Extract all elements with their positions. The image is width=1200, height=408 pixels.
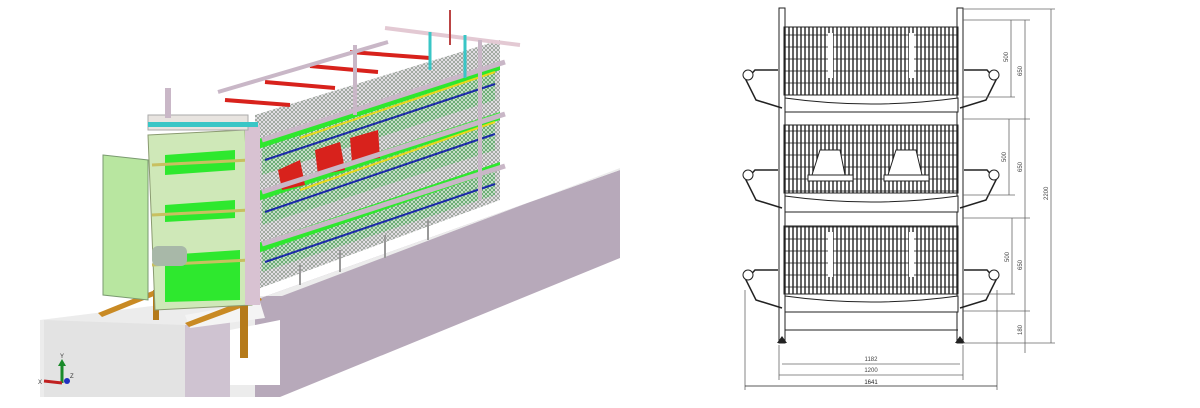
axis-z-label: Z	[70, 374, 74, 380]
technical-elevation-drawing: 500 650 500 650 500 650 180 2200 1182 12…	[700, 0, 1200, 403]
manure-belt-end-unit	[102, 88, 260, 311]
axis-triad-icon: Y X Z	[38, 354, 74, 386]
cad-3d-render: Y X Z	[38, 10, 620, 397]
dim-overall-width: 1641	[864, 380, 878, 386]
cage-tier-3	[742, 225, 1000, 343]
dim-tier2-pitch: 650	[1018, 161, 1024, 172]
dim-tier3-cage: 500	[1005, 251, 1011, 262]
dim-tier1-cage: 500	[1004, 51, 1010, 62]
cage-tier-1	[742, 26, 1000, 113]
axis-x-label: X	[38, 380, 42, 386]
dim-tier3-pitch: 650	[1018, 259, 1024, 270]
cage-front-elevation: 500 650 500 650 500 650 180 2200 1182 12…	[742, 7, 1055, 390]
dim-leg-height: 180	[1018, 324, 1024, 335]
vertical-dimensions	[963, 8, 1055, 353]
cage-tier-2	[742, 124, 1000, 213]
dim-tier1-pitch: 650	[1018, 65, 1024, 76]
axis-y-label: Y	[60, 354, 64, 360]
dim-inner-width: 1182	[865, 357, 879, 363]
dim-frame-width: 1200	[864, 368, 878, 374]
cage-system-3d-view: Y X Z	[38, 10, 620, 397]
dim-total-height: 2200	[1044, 186, 1050, 200]
top-frame	[217, 10, 521, 200]
cage-tiers	[224, 40, 506, 290]
dim-tier2-cage: 500	[1002, 151, 1008, 162]
horizontal-dimensions	[744, 290, 998, 390]
